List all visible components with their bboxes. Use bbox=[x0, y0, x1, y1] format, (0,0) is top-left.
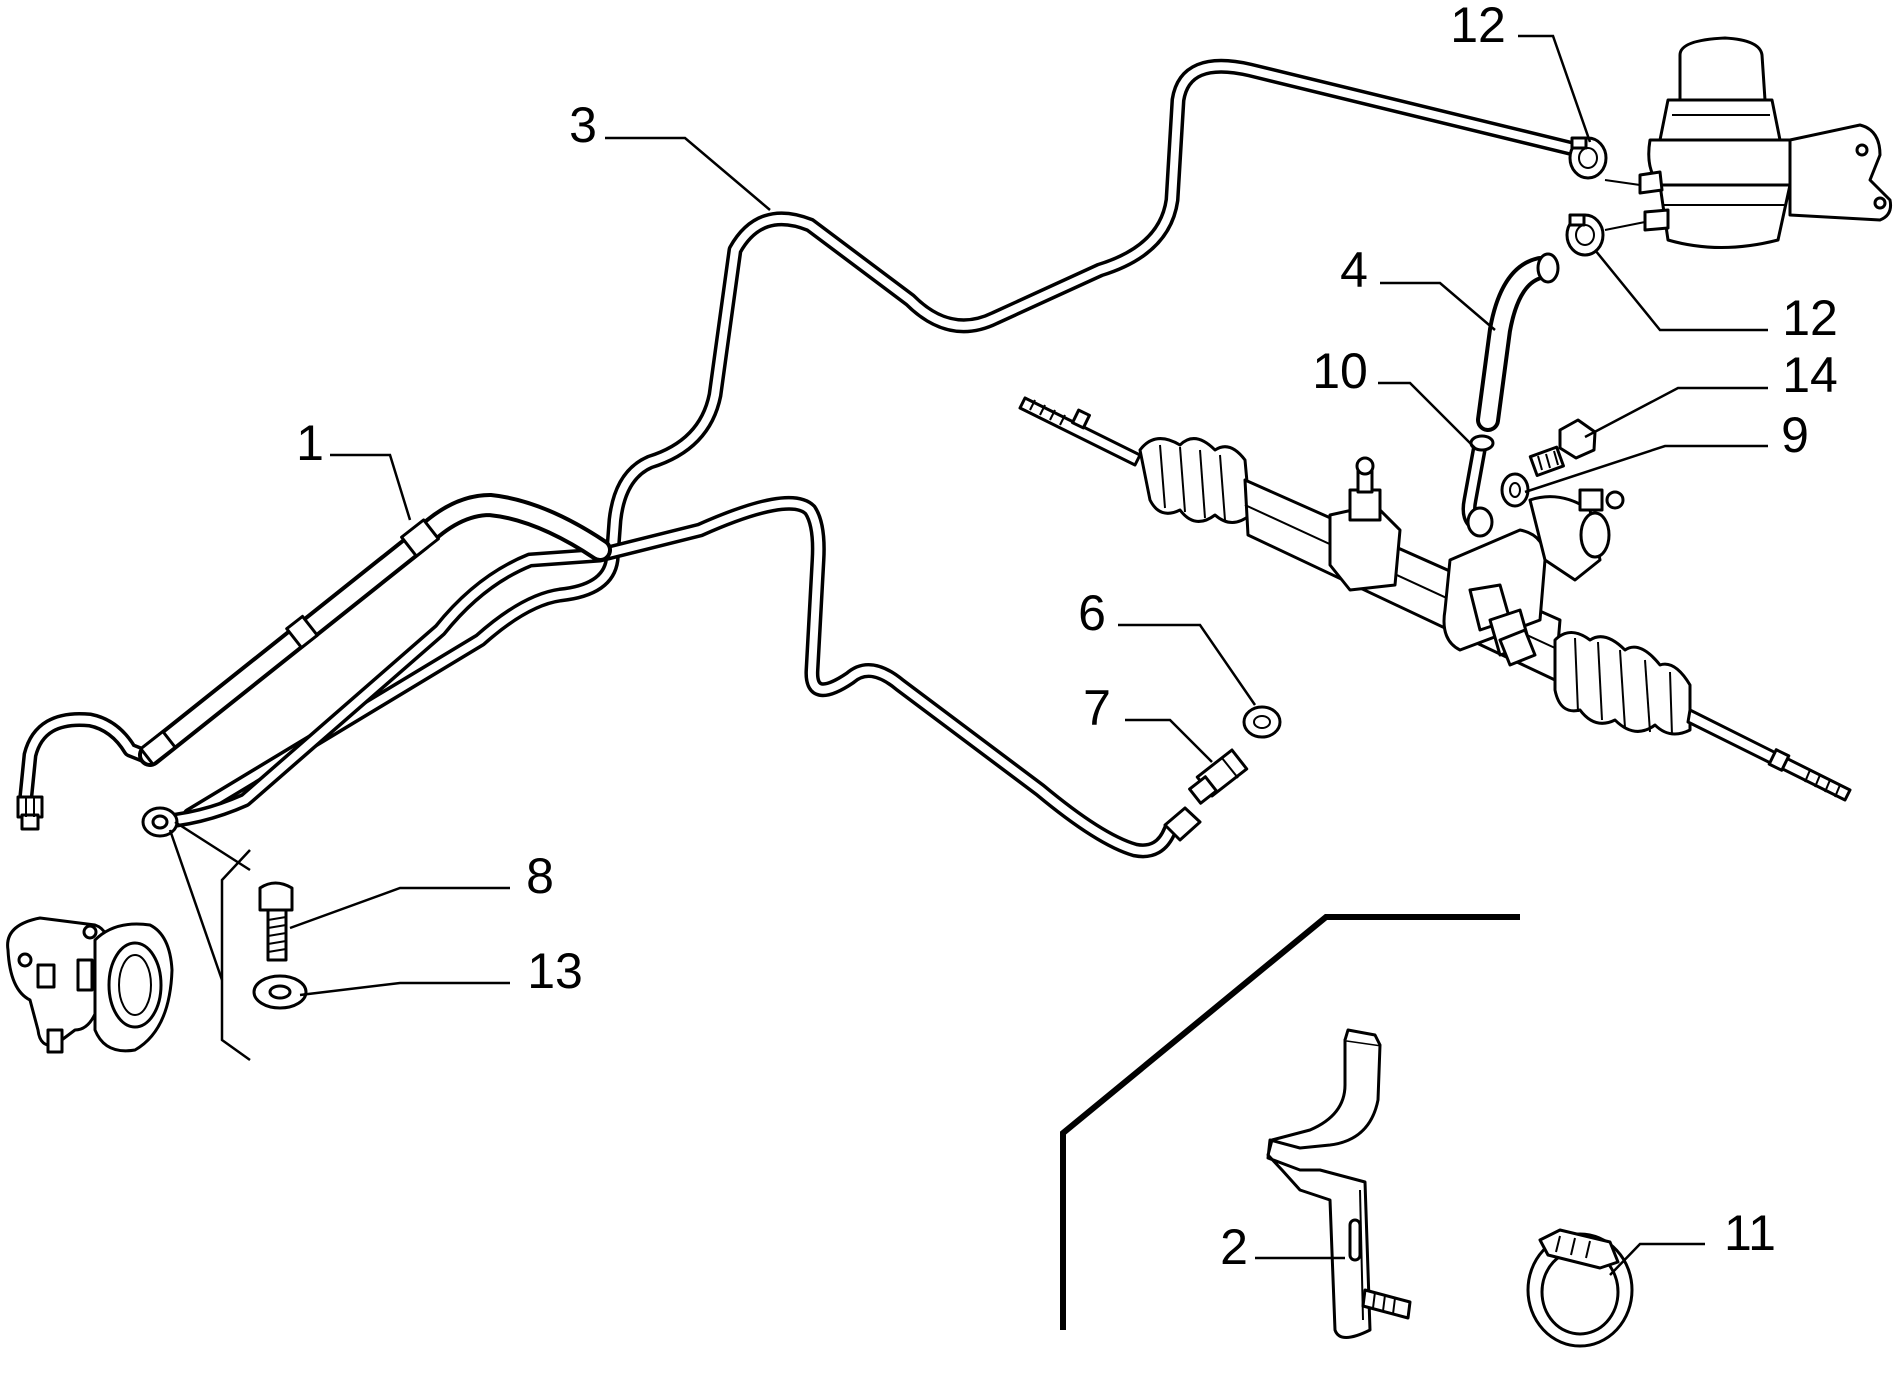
leader-14 bbox=[1584, 386, 1768, 439]
sealing-washer-13 bbox=[252, 974, 308, 1010]
union-fitting-7 bbox=[1188, 748, 1249, 805]
hose-clamp-12-upper bbox=[1568, 136, 1608, 180]
fluid-reservoir bbox=[1604, 36, 1892, 249]
callout-2: 2 bbox=[1220, 1219, 1248, 1275]
support-bracket-2 bbox=[1266, 1028, 1412, 1339]
assembly-bracket-lines bbox=[168, 820, 251, 1062]
power-steering-pump bbox=[6, 916, 174, 1054]
seal-ring-6 bbox=[1242, 705, 1282, 739]
callout-14: 14 bbox=[1782, 347, 1838, 403]
leader-8 bbox=[289, 886, 510, 930]
leader-12a bbox=[1518, 34, 1592, 143]
callout-8: 8 bbox=[526, 848, 554, 904]
callout-12-upper: 12 bbox=[1450, 0, 1506, 53]
callout-11: 11 bbox=[1724, 1205, 1776, 1261]
leader-3 bbox=[605, 136, 771, 211]
leader-6 bbox=[1118, 623, 1257, 706]
callout-4: 4 bbox=[1340, 242, 1368, 298]
leader-7 bbox=[1125, 718, 1213, 763]
callout-3: 3 bbox=[569, 97, 597, 153]
leader-1 bbox=[330, 453, 412, 521]
leader-11 bbox=[1609, 1242, 1705, 1276]
leader-13 bbox=[299, 981, 510, 997]
leader-12b bbox=[1594, 249, 1768, 332]
callout-13: 13 bbox=[527, 943, 583, 999]
union-bolt-14 bbox=[1528, 418, 1597, 478]
callout-7: 7 bbox=[1083, 680, 1111, 736]
banjo-bolt-8 bbox=[258, 881, 294, 962]
pipe-pressure-line bbox=[147, 495, 1202, 859]
worm-drive-clamp-11 bbox=[1526, 1228, 1634, 1348]
leader-4 bbox=[1380, 281, 1496, 331]
suction-hose-4 bbox=[1476, 252, 1560, 432]
hose-clamp-12-lower bbox=[1565, 213, 1605, 257]
callout-6: 6 bbox=[1078, 585, 1106, 641]
leader-9 bbox=[1524, 444, 1768, 494]
leader-lines bbox=[289, 34, 1768, 1276]
callout-12-lower: 12 bbox=[1782, 290, 1838, 346]
leader-10 bbox=[1378, 381, 1476, 449]
pipe-3-return-line bbox=[182, 58, 1598, 823]
steering-rack bbox=[1018, 396, 1852, 802]
callout-10: 10 bbox=[1312, 343, 1368, 399]
callout-9: 9 bbox=[1781, 407, 1809, 463]
sealing-washer-9 bbox=[1500, 472, 1530, 508]
callout-1: 1 bbox=[296, 415, 324, 471]
callout-numbers: 1 2 3 4 6 7 8 9 10 11 12 12 13 14 bbox=[296, 0, 1838, 1275]
inset-frame bbox=[1060, 914, 1520, 1330]
elbow-fitting-10 bbox=[1461, 434, 1495, 538]
hose-1-pressure-hose bbox=[16, 493, 612, 831]
banjo-fitting bbox=[141, 806, 179, 838]
